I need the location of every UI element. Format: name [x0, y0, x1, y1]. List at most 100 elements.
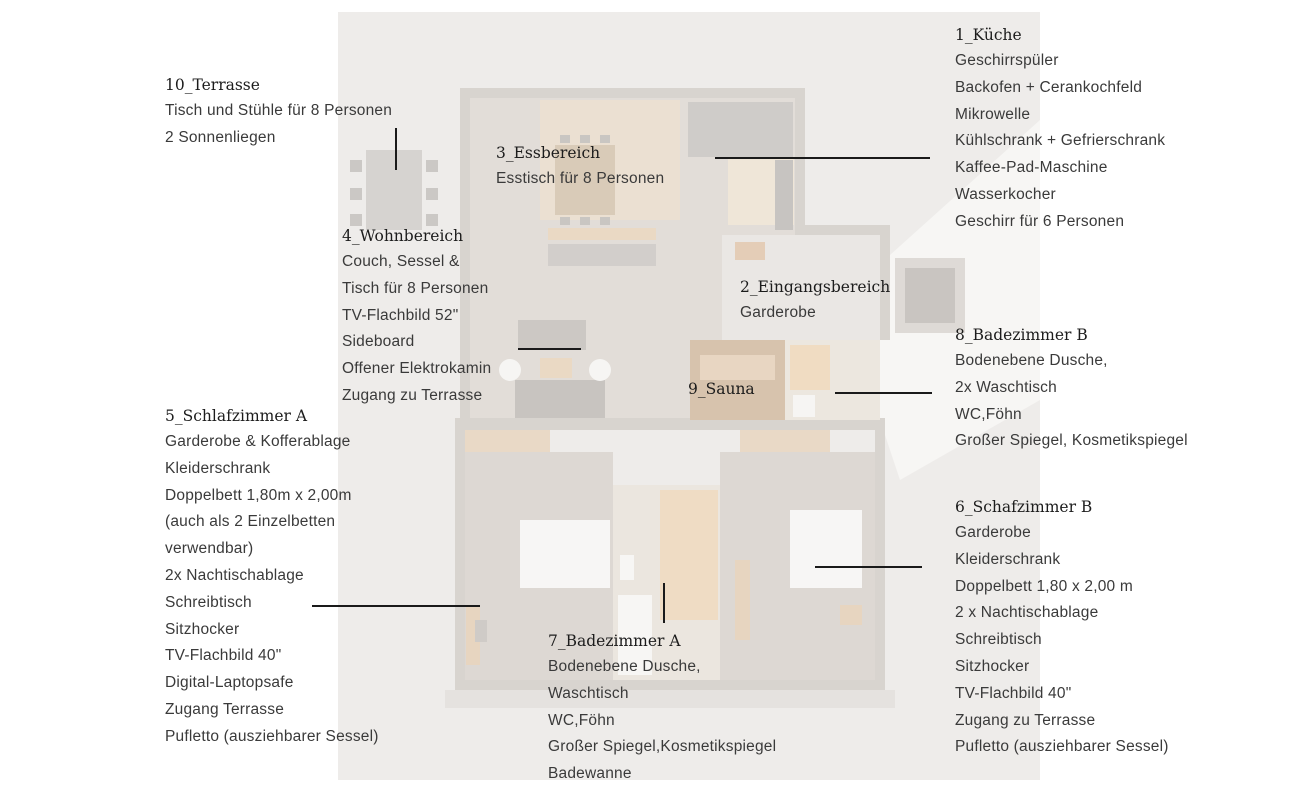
bedroom-a-chair — [475, 620, 487, 642]
item-kueche-6: Geschirr für 6 Personen — [955, 212, 1125, 230]
kitchen-counter — [688, 102, 793, 157]
room-label-schlafzimmer-a: 5_Schlafzimmer A Garderobe & Kofferablag… — [165, 403, 379, 751]
room-label-terrasse: 10_Terrasse Tisch und Stühle für 8 Perso… — [165, 72, 392, 152]
item-schlafzimmer-b-4: Schreibtisch — [955, 631, 1042, 649]
item-wohnbereich-4: Offener Elektrokamin — [342, 360, 492, 378]
item-kueche-4: Kaffee-Pad-Maschine — [955, 159, 1108, 177]
dining-table — [555, 145, 615, 215]
room-title-kueche: 1_Küche — [955, 26, 1022, 44]
room-label-essbereich: 3_Essbereich Esstisch für 8 Personen — [496, 140, 664, 193]
item-schlafzimmer-a-0: Garderobe & Kofferablage — [165, 433, 351, 450]
bedroom-b-bed — [790, 510, 862, 588]
room-label-wohnbereich: 4_Wohnbereich Couch, Sessel & Tisch für … — [342, 223, 491, 410]
room-title-badezimmer-b: 8_Badezimmer B — [955, 326, 1088, 344]
item-wohnbereich-2: TV-Flachbild 52" — [342, 306, 459, 324]
room-title-terrasse: 10_Terrasse — [165, 76, 260, 94]
item-schlafzimmer-a-9: Digital-Laptopsafe — [165, 674, 294, 692]
stool-left — [499, 359, 521, 381]
room-label-badezimmer-a: 7_Badezimmer A Bodenebene Dusche, Wascht… — [548, 628, 776, 788]
bedroom-a-strip — [465, 430, 550, 452]
bedroom-b-nightstand — [840, 605, 862, 625]
terrace-bottom — [445, 690, 895, 708]
stool-right — [589, 359, 611, 381]
item-schlafzimmer-a-6: Schreibtisch — [165, 593, 252, 611]
room-title-schlafzimmer-b: 6_Schafzimmer B — [955, 498, 1093, 516]
item-kueche-3: Kühlschrank + Gefrierschrank — [955, 132, 1166, 150]
item-schlafzimmer-a-1: Kleiderschrank — [165, 459, 271, 477]
bath-b-shower — [793, 395, 815, 417]
item-schlafzimmer-a-10: Zugang Terrasse — [165, 700, 285, 718]
coffee-table — [540, 358, 572, 378]
item-badezimmer-a-4: Badewanne — [548, 765, 632, 783]
room-title-sauna: 9_Sauna — [688, 380, 755, 398]
sauna-bench — [700, 355, 775, 380]
item-schlafzimmer-b-8: Pufletto (ausziehbarer Sessel) — [955, 738, 1169, 756]
item-badezimmer-b-1: 2x Waschtisch — [955, 378, 1057, 396]
item-terrasse-0: Tisch und Stühle für 8 Personen — [165, 102, 393, 119]
item-schlafzimmer-b-1: Kleiderschrank — [955, 550, 1061, 568]
room-label-eingang: 2_Eingangsbereich Garderobe — [740, 274, 890, 327]
kitchen-unit — [775, 160, 793, 230]
room-label-schlafzimmer-b: 6_Schafzimmer B Garderobe Kleiderschrank… — [955, 494, 1169, 761]
item-badezimmer-b-2: WC,Föhn — [955, 405, 1022, 423]
bedroom-b-desk — [735, 560, 750, 640]
couch — [518, 320, 586, 350]
leader-terrasse — [395, 128, 397, 170]
leader-badezimmer-b — [835, 392, 932, 394]
leader-kueche — [715, 157, 930, 159]
item-schlafzimmer-a-2: Doppelbett 1,80m x 2,00m — [165, 486, 352, 504]
item-wohnbereich-5: Zugang zu Terrasse — [342, 386, 483, 404]
room-label-badezimmer-b: 8_Badezimmer B Bodenebene Dusche, 2x Was… — [955, 322, 1188, 455]
item-schlafzimmer-a-5: 2x Nachtischablage — [165, 566, 304, 584]
item-schlafzimmer-a-8: TV-Flachbild 40" — [165, 647, 282, 665]
entrance-wardrobe — [735, 242, 765, 260]
item-essbereich-0: Esstisch für 8 Personen — [496, 170, 665, 187]
bedroom-a-bed — [520, 520, 610, 588]
room-label-kueche: 1_Küche Geschirrspüler Backofen + Cerank… — [955, 22, 1165, 236]
item-kueche-1: Backofen + Cerankochfeld — [955, 78, 1143, 96]
tv-cabinet — [548, 244, 656, 266]
item-schlafzimmer-b-7: Zugang zu Terrasse — [955, 711, 1096, 729]
item-badezimmer-b-0: Bodenebene Dusche, — [955, 352, 1108, 369]
bath-b-tiles — [790, 345, 830, 390]
leader-badezimmer-a — [663, 583, 665, 623]
item-schlafzimmer-a-3: (auch als 2 Einzelbetten — [165, 513, 336, 531]
item-wohnbereich-0: Couch, Sessel & — [342, 253, 460, 270]
item-eingang-0: Garderobe — [740, 304, 816, 321]
leader-wohnbereich — [518, 348, 581, 350]
sideboard — [548, 228, 656, 240]
item-terrasse-1: 2 Sonnenliegen — [165, 128, 276, 146]
item-schlafzimmer-a-4: verwendbar) — [165, 540, 254, 558]
terrace-table — [366, 150, 422, 230]
item-kueche-5: Wasserkocher — [955, 185, 1056, 203]
item-schlafzimmer-b-0: Garderobe — [955, 524, 1031, 541]
room-title-schlafzimmer-a: 5_Schlafzimmer A — [165, 407, 308, 425]
item-badezimmer-b-3: Großer Spiegel, Kosmetikspiegel — [955, 432, 1188, 450]
item-schlafzimmer-b-6: TV-Flachbild 40" — [955, 684, 1072, 702]
item-schlafzimmer-b-5: Sitzhocker — [955, 657, 1030, 675]
bath-a-tub — [618, 595, 652, 675]
item-wohnbereich-1: Tisch für 8 Personen — [342, 279, 489, 297]
item-badezimmer-a-1: Waschtisch — [548, 684, 629, 702]
room-title-badezimmer-a: 7_Badezimmer A — [548, 632, 681, 650]
item-badezimmer-a-2: WC,Föhn — [548, 711, 615, 729]
item-kueche-0: Geschirrspüler — [955, 52, 1059, 69]
bedroom-b-strip — [740, 430, 830, 452]
leader-schlafzimmer-b — [815, 566, 922, 568]
room-title-essbereich: 3_Essbereich — [496, 144, 601, 162]
item-schlafzimmer-a-7: Sitzhocker — [165, 620, 240, 638]
item-schlafzimmer-b-3: 2 x Nachtischablage — [955, 604, 1099, 622]
leader-schlafzimmer-a — [312, 605, 480, 607]
room-title-wohnbereich: 4_Wohnbereich — [342, 227, 464, 245]
room-title-eingang: 2_Eingangsbereich — [740, 278, 891, 296]
storage-inner — [905, 268, 955, 323]
bath-a-wc — [620, 555, 634, 580]
item-kueche-2: Mikrowelle — [955, 105, 1031, 123]
item-schlafzimmer-b-2: Doppelbett 1,80 x 2,00 m — [955, 577, 1133, 595]
item-badezimmer-a-0: Bodenebene Dusche, — [548, 658, 701, 675]
couch-bottom — [515, 380, 605, 418]
item-wohnbereich-3: Sideboard — [342, 333, 415, 351]
room-label-sauna: 9_Sauna — [688, 376, 755, 402]
dining-chairs — [560, 135, 610, 225]
